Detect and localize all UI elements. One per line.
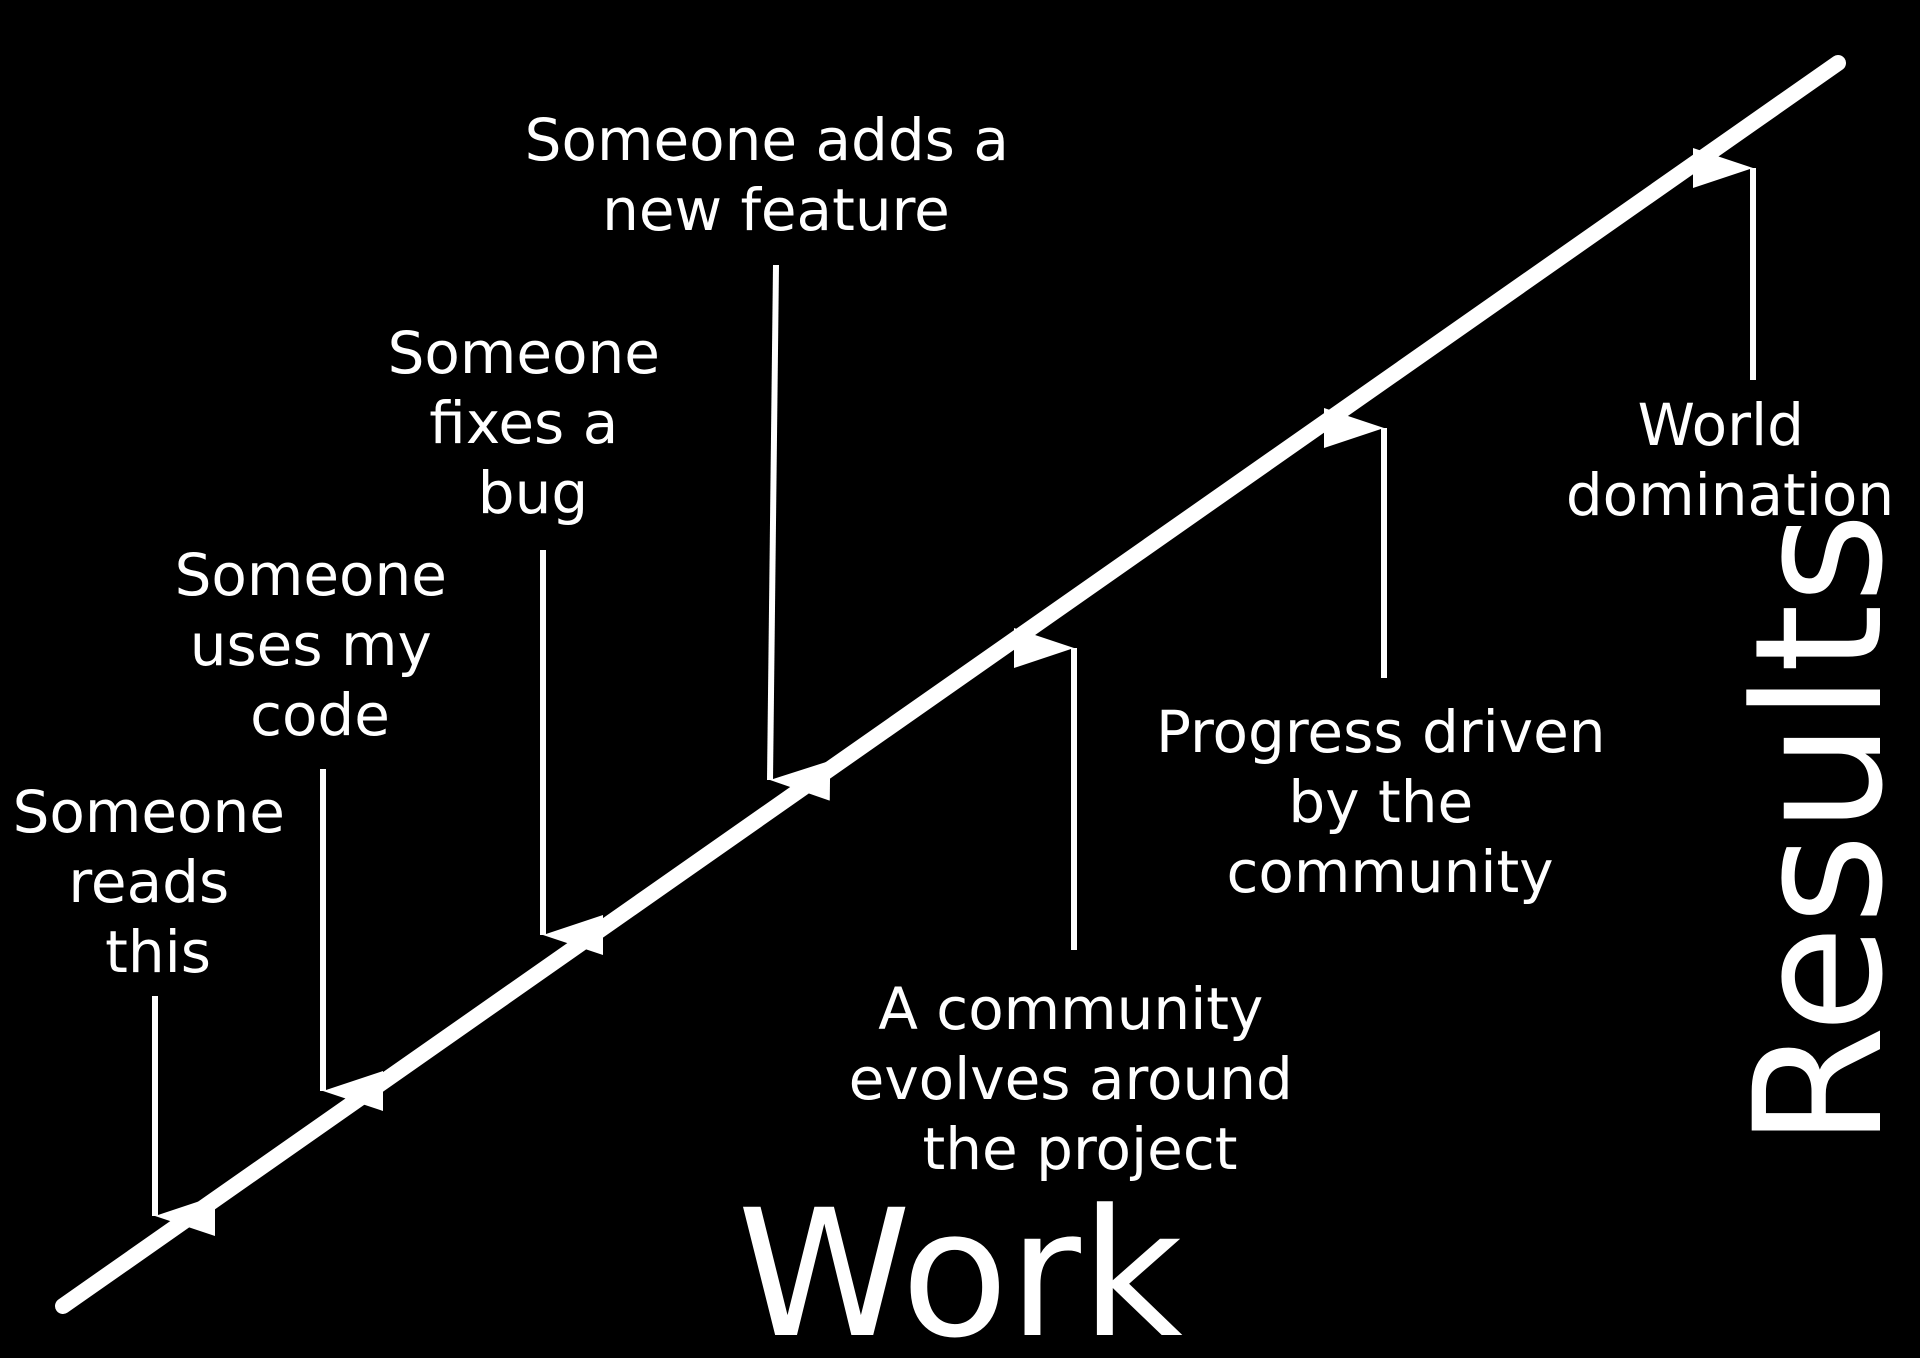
- domination-label: World domination: [1566, 391, 1894, 529]
- uses-label: Someone uses my code: [175, 541, 466, 749]
- y-axis-label: Results: [1717, 512, 1920, 1148]
- fixes-label: Someone fixes a bug: [388, 319, 679, 527]
- progress-label: Progress driven by the community: [1156, 698, 1624, 906]
- x-axis-label: Work: [737, 1172, 1183, 1358]
- feature-arrow: [767, 264, 831, 801]
- feature-label: Someone adds a new feature: [525, 106, 1028, 244]
- community-label: A community evolves around the project: [849, 975, 1312, 1183]
- reads-label: Someone reads this: [13, 778, 304, 986]
